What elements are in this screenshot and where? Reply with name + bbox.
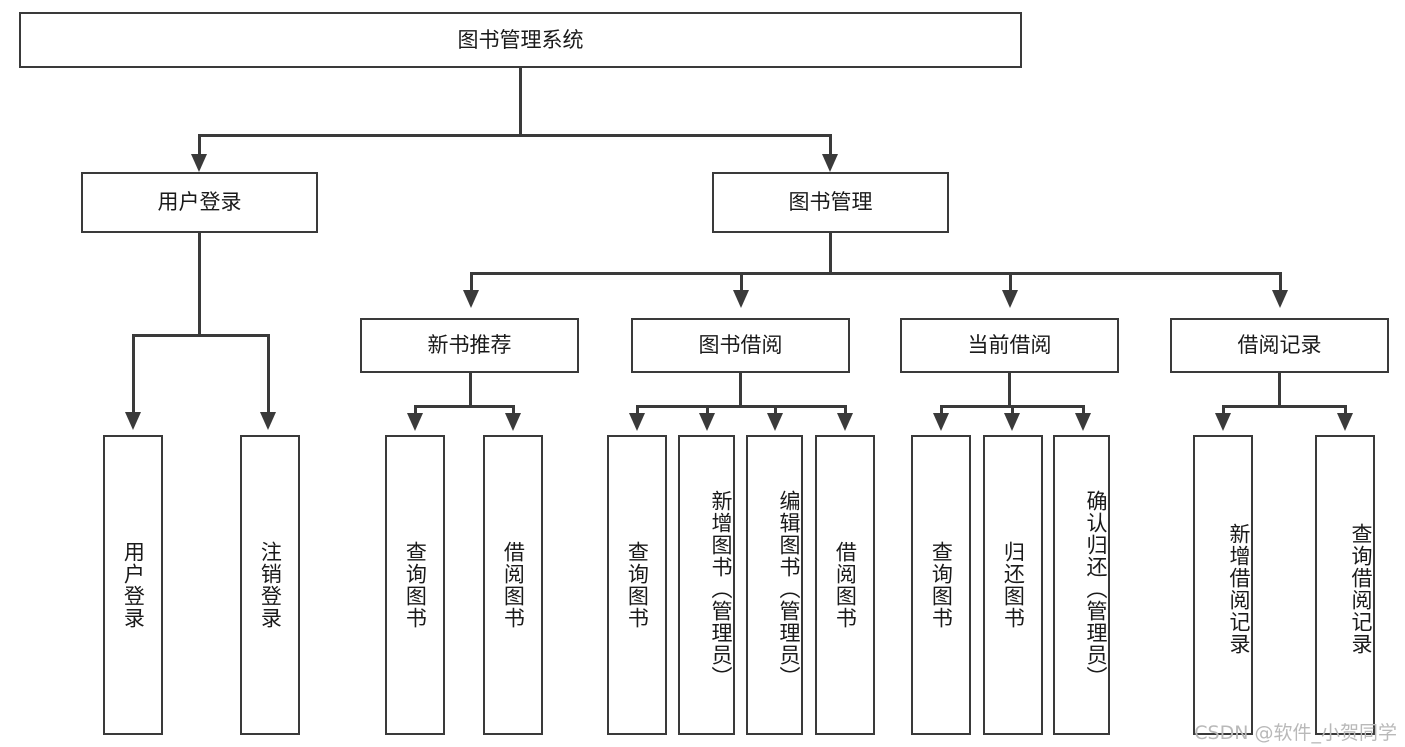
node-book-borrow[interactable]: 图书借阅 <box>631 318 850 373</box>
edge-drop-leaf-br-query <box>1344 405 1347 417</box>
leaf-cb-return-book[interactable]: 归还图书 <box>983 435 1043 735</box>
node-label: 查询借阅记录 <box>1349 523 1373 655</box>
arrow-to-leaf-cb-confirm <box>1075 413 1091 431</box>
edge-drop-leaf-cb-confirm <box>1082 405 1085 417</box>
edge-drop-leaf-bb-add <box>706 405 709 417</box>
edge-drop-leaf-logout <box>267 334 270 416</box>
arrow-to-leaf-cb-return <box>1004 413 1020 431</box>
arrow-to-leaf-br-query <box>1337 413 1353 431</box>
node-label: 确认归还（管理员） <box>1084 490 1108 688</box>
arrow-to-book-manage <box>822 154 838 172</box>
leaf-bb-edit-book-admin[interactable]: 编辑图书（管理员） <box>746 435 803 735</box>
edge-drop-current-borrow <box>1009 272 1012 294</box>
edge-drop-leaf-bb-borrow <box>844 405 847 417</box>
node-label: 注销登录 <box>258 541 283 629</box>
node-label: 新增图书（管理员） <box>709 490 733 688</box>
edge-drop-user-login <box>198 134 201 160</box>
leaf-cb-query-book[interactable]: 查询图书 <box>911 435 971 735</box>
arrow-to-leaf-bb-edit <box>767 413 783 431</box>
node-label: 借阅图书 <box>833 541 858 629</box>
node-label: 用户登录 <box>121 541 146 629</box>
node-label: 图书借阅 <box>698 333 783 358</box>
edge-drop-borrow-record <box>1279 272 1282 294</box>
leaf-br-query-record[interactable]: 查询借阅记录 <box>1315 435 1375 735</box>
arrow-to-user-login <box>191 154 207 172</box>
edge-drop-leaf-nb-query <box>414 405 417 417</box>
edge-drop-leaf-user-login <box>132 334 135 416</box>
edge-book-manage-stem <box>829 233 832 272</box>
node-new-book-recommend[interactable]: 新书推荐 <box>360 318 579 373</box>
edge-drop-book-borrow <box>740 272 743 294</box>
edge-drop-leaf-cb-return <box>1011 405 1014 417</box>
edge-drop-leaf-br-add <box>1222 405 1225 417</box>
edge-book-borrow-bus <box>636 405 847 408</box>
edge-new-book-stem <box>469 373 472 405</box>
node-label: 新书推荐 <box>427 333 512 358</box>
node-label: 当前借阅 <box>967 333 1052 358</box>
edge-level1-bus <box>198 134 831 137</box>
node-label: 用户登录 <box>157 190 242 215</box>
leaf-user-login[interactable]: 用户登录 <box>103 435 163 735</box>
leaf-bb-borrow-book[interactable]: 借阅图书 <box>815 435 875 735</box>
edge-drop-book-manage <box>829 134 832 160</box>
arrow-to-leaf-br-add <box>1215 413 1231 431</box>
arrow-to-leaf-cb-query <box>933 413 949 431</box>
edge-drop-leaf-cb-query <box>940 405 943 417</box>
edge-level2-bus <box>470 272 1282 275</box>
node-label: 新增借阅记录 <box>1227 523 1251 655</box>
node-label: 归还图书 <box>1001 541 1026 629</box>
arrow-to-leaf-nb-query <box>407 413 423 431</box>
arrow-to-leaf-nb-borrow <box>505 413 521 431</box>
node-label: 查询图书 <box>403 541 428 629</box>
node-book-manage[interactable]: 图书管理 <box>712 172 949 233</box>
node-label: 图书管理 <box>788 190 873 215</box>
arrow-to-leaf-bb-query <box>629 413 645 431</box>
edge-borrow-record-stem <box>1278 373 1281 405</box>
node-user-login[interactable]: 用户登录 <box>81 172 318 233</box>
edge-user-login-bus <box>132 334 267 337</box>
node-label: 图书管理系统 <box>457 27 584 52</box>
edge-drop-leaf-nb-borrow <box>512 405 515 417</box>
edge-drop-new-book <box>470 272 473 294</box>
node-borrow-record[interactable]: 借阅记录 <box>1170 318 1389 373</box>
arrow-to-book-borrow <box>733 290 749 308</box>
leaf-br-add-record[interactable]: 新增借阅记录 <box>1193 435 1253 735</box>
arrow-to-leaf-bb-borrow <box>837 413 853 431</box>
edge-book-borrow-stem <box>739 373 742 405</box>
node-label: 查询图书 <box>929 541 954 629</box>
edge-drop-leaf-bb-edit <box>774 405 777 417</box>
arrow-to-new-book <box>463 290 479 308</box>
node-label: 借阅记录 <box>1237 333 1322 358</box>
edge-root-stem <box>519 68 522 134</box>
leaf-nb-borrow-book[interactable]: 借阅图书 <box>483 435 543 735</box>
node-label: 编辑图书（管理员） <box>777 490 801 688</box>
node-current-borrow[interactable]: 当前借阅 <box>900 318 1119 373</box>
leaf-bb-add-book-admin[interactable]: 新增图书（管理员） <box>678 435 735 735</box>
arrow-to-leaf-bb-add <box>699 413 715 431</box>
edge-drop-leaf-bb-query <box>636 405 639 417</box>
arrow-to-leaf-user-login <box>125 412 141 430</box>
leaf-logout[interactable]: 注销登录 <box>240 435 300 735</box>
edge-borrow-record-bus <box>1222 405 1344 408</box>
node-label: 借阅图书 <box>501 541 526 629</box>
leaf-cb-confirm-return-admin[interactable]: 确认归还（管理员） <box>1053 435 1110 735</box>
arrow-to-borrow-record <box>1272 290 1288 308</box>
edge-current-borrow-stem <box>1008 373 1011 405</box>
edge-user-login-stem <box>198 233 201 334</box>
arrow-to-current-borrow <box>1002 290 1018 308</box>
leaf-nb-query-book[interactable]: 查询图书 <box>385 435 445 735</box>
leaf-bb-query-book[interactable]: 查询图书 <box>607 435 667 735</box>
node-root-system[interactable]: 图书管理系统 <box>19 12 1022 68</box>
arrow-to-leaf-logout <box>260 412 276 430</box>
edge-new-book-bus <box>414 405 512 408</box>
node-label: 查询图书 <box>625 541 650 629</box>
